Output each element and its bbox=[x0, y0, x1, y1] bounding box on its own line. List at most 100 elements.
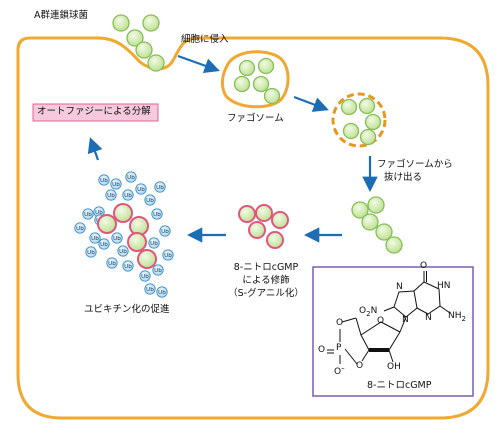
bacterium bbox=[112, 14, 130, 32]
ub-tag bbox=[144, 283, 156, 295]
ub-tag-label: Ub bbox=[119, 249, 127, 255]
ub-tag bbox=[105, 189, 117, 201]
ub-tag-label: Ub bbox=[156, 185, 164, 191]
label-ubiquitin-promotion: ユビキチン化の促進 bbox=[84, 304, 170, 315]
compound-structure bbox=[327, 271, 451, 365]
bacterium bbox=[263, 87, 281, 105]
ub-tag-label: Ub bbox=[100, 242, 108, 248]
atom-n3: N bbox=[425, 313, 432, 323]
bacterium bbox=[147, 54, 165, 72]
atom-nh2: NH2 bbox=[448, 311, 466, 323]
ub-tag-label: Ub bbox=[164, 253, 172, 259]
ub-tag bbox=[110, 178, 122, 190]
ub-tag-label: Ub bbox=[161, 229, 169, 235]
bacteria-chain-escaped bbox=[351, 196, 403, 254]
ub-tag bbox=[89, 232, 101, 244]
ub-tag-label: Ub bbox=[76, 226, 84, 232]
atom-n9: N bbox=[402, 315, 409, 325]
bacterium bbox=[385, 236, 403, 254]
autophagy-box bbox=[32, 103, 159, 122]
label-nitro-line2: による修飾 bbox=[242, 275, 290, 286]
atom-o5: O bbox=[336, 318, 344, 328]
ub-tag-label: Ub bbox=[87, 250, 95, 256]
arrow-to-phagosome bbox=[293, 95, 329, 112]
atom-o3: O bbox=[356, 361, 364, 371]
bacterium bbox=[233, 75, 251, 93]
modified-bacterium bbox=[266, 231, 284, 249]
ub-tag-label: Ub bbox=[146, 198, 154, 204]
atom-ring-o: O bbox=[377, 316, 385, 326]
label-escape-line1: ファゴソームから bbox=[377, 159, 453, 170]
atom-o-minus: O– bbox=[334, 364, 345, 377]
atom-p: P bbox=[336, 343, 342, 353]
ub-tag bbox=[117, 245, 129, 257]
label-nitro-line1: 8-ニトロcGMP bbox=[233, 262, 299, 273]
ub-tag-label: Ub bbox=[154, 268, 162, 274]
atom-nitro: O2N bbox=[359, 306, 378, 318]
label-invasion: 細胞に侵入 bbox=[181, 34, 229, 45]
label-bacteria: A群連鎖球菌 bbox=[34, 10, 88, 21]
ub-tag bbox=[154, 181, 166, 193]
modified-bacterium bbox=[113, 203, 133, 223]
ub-tag bbox=[148, 237, 160, 249]
modified-bacterium bbox=[238, 205, 256, 223]
label-escape-line2: 抜け出る bbox=[384, 172, 423, 183]
ub-tag-label: Ub bbox=[100, 178, 108, 184]
ub-tag bbox=[111, 232, 123, 244]
ub-tag bbox=[152, 264, 164, 276]
modified-bacterium bbox=[255, 204, 273, 222]
bacterium bbox=[359, 128, 377, 146]
compound-name: 8-ニトロcGMP bbox=[367, 380, 432, 391]
ub-tag-label: Ub bbox=[150, 241, 158, 247]
ub-tag-label: Ub bbox=[153, 212, 161, 218]
bacterium bbox=[358, 97, 376, 115]
ub-tag bbox=[159, 225, 171, 237]
ub-tag bbox=[122, 189, 134, 201]
ub-tag bbox=[122, 260, 134, 272]
bacterium bbox=[126, 29, 144, 47]
ub-tag-label: Ub bbox=[141, 274, 149, 280]
modified-bacterium bbox=[97, 214, 117, 234]
arrow-invasion bbox=[177, 54, 220, 74]
ub-tag-label: Ub bbox=[137, 187, 145, 193]
bacterium bbox=[361, 213, 379, 231]
ub-tag-label: Ub bbox=[95, 210, 103, 216]
ub-tag-label: Ub bbox=[108, 261, 116, 267]
ub-tag bbox=[82, 208, 94, 220]
atom-n7: N bbox=[396, 282, 403, 292]
ub-tag bbox=[162, 249, 174, 261]
ub-tag-label: Ub bbox=[113, 236, 121, 242]
ub-tag-label: Ub bbox=[124, 193, 132, 199]
atom-oh: OH bbox=[387, 362, 401, 372]
modified-bacterium bbox=[248, 221, 266, 239]
bacterium bbox=[364, 113, 382, 131]
bacterium bbox=[340, 98, 358, 116]
atom-p-o: O bbox=[318, 345, 326, 355]
modified-bacterium bbox=[127, 232, 147, 252]
ub-tag bbox=[125, 171, 137, 183]
bacterium bbox=[375, 223, 393, 241]
ub-tag bbox=[85, 246, 97, 258]
modified-bacterium bbox=[137, 249, 157, 269]
ub-tag-label: Ub bbox=[112, 182, 120, 188]
bacterium bbox=[367, 196, 385, 214]
ub-tag bbox=[144, 194, 156, 206]
arrow-autophagy bbox=[87, 137, 103, 161]
ub-tag-label: Ub bbox=[84, 212, 92, 218]
bacterium bbox=[342, 122, 360, 140]
cell-membrane bbox=[16, 36, 490, 420]
bacteria-modified bbox=[238, 204, 289, 249]
label-autophagy: オートファジーによる分解 bbox=[37, 106, 151, 117]
ub-tag bbox=[98, 238, 110, 250]
bacterium bbox=[142, 14, 160, 32]
phagosome-entry bbox=[220, 50, 290, 109]
label-phagosome: ファゴソーム bbox=[227, 113, 284, 124]
ub-tag bbox=[139, 270, 151, 282]
bacterium bbox=[257, 57, 275, 75]
ub-tag bbox=[106, 257, 118, 269]
bacterium bbox=[135, 41, 153, 59]
bacterium bbox=[238, 59, 256, 77]
ub-tag bbox=[151, 208, 163, 220]
